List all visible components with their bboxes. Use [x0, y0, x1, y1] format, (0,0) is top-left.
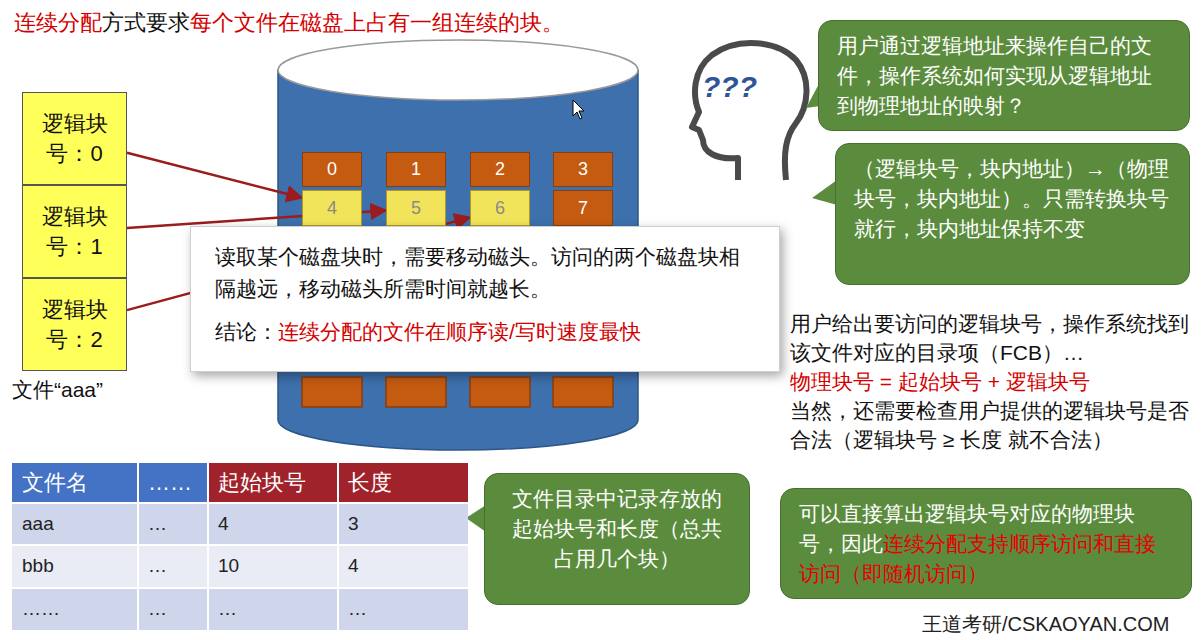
table-cell: …… [22, 598, 60, 620]
title-row: 连续分配方式要求每个文件在磁盘上占有一组连续的块。 [14, 8, 564, 38]
table-cell: bbb [22, 555, 54, 577]
file-name: 文件“aaa” [12, 376, 103, 404]
head-icon [692, 43, 807, 180]
node-text: 1 [411, 159, 421, 180]
formula: 物理块号 = 起始块号 + 逻辑块号 [790, 368, 1194, 397]
disk-block: 0 [302, 152, 362, 187]
title-part: 每个文件在磁盘上占有一组连续的块。 [190, 10, 564, 35]
disk-block: 7 [553, 190, 613, 226]
title-part: 方式要求 [102, 10, 190, 35]
logical-block: 逻辑块号：1 [22, 185, 127, 278]
popup-note: 读取某个磁盘块时，需要移动磁头。访问的两个磁盘块相隔越远，移动磁头所需时间就越长… [190, 226, 780, 372]
node-text: 0 [327, 159, 337, 180]
node-text: 5 [411, 198, 421, 219]
node-text: 6 [495, 198, 505, 219]
table-cell: … [348, 598, 367, 620]
node-text: 3 [578, 159, 588, 180]
table-grid [12, 463, 468, 630]
table-callout: 文件目录中记录存放的起始块号和长度（总共占用几个块） [484, 473, 750, 605]
answer-callout: （逻辑块号，块内地址）→（物理块号，块内地址）。只需转换块号就行，块内地址保持不… [835, 143, 1190, 285]
node-text: 逻辑块号：2 [40, 295, 110, 354]
question-callout: 用户通过逻辑地址来操作自己的文件，操作系统如何实现从逻辑地址到物理地址的映射？ [818, 20, 1190, 131]
disk-block: 6 [470, 190, 530, 226]
table-cell: 10 [218, 555, 239, 577]
mapping-arrow [127, 153, 302, 198]
node-text: 逻辑块号：1 [40, 202, 110, 261]
table-header: 长度 [348, 468, 392, 498]
node-text: 结论： [215, 320, 278, 343]
title-part: 连续分配 [14, 10, 102, 35]
node-text: 7 [578, 198, 588, 219]
disk-block: 4 [302, 190, 362, 226]
disk-top [278, 40, 638, 100]
node-text: 读取某个磁盘块时，需要移动磁头。访问的两个磁盘块相隔越远，移动磁头所需时间就越长… [215, 241, 755, 304]
table-cell: … [148, 555, 167, 577]
table-cell: 4 [348, 555, 359, 577]
node-text: 2 [495, 159, 505, 180]
table-header: 文件名 [22, 468, 88, 498]
table-cell: aaa [22, 513, 54, 535]
table-cell: … [148, 598, 167, 620]
logical-block: 逻辑块号：2 [22, 278, 127, 371]
callout-tail [466, 505, 486, 532]
logical-block: 逻辑块号：0 [22, 92, 127, 185]
disk-block: 2 [470, 152, 530, 187]
node-text: 4 [327, 198, 337, 219]
question-marks: ??? [702, 70, 757, 104]
mouse-cursor [573, 100, 584, 119]
disk-block: 5 [386, 190, 446, 226]
watermark: 王道考研/CSKAOYAN.COM [922, 611, 1169, 638]
table-cell: 4 [218, 513, 229, 535]
table-cell: … [218, 598, 237, 620]
node-text: 连续分配的文件在顺序读/写时速度最快 [278, 320, 641, 343]
table-header: 起始块号 [218, 468, 306, 498]
table-header: …… [148, 470, 192, 496]
note-text: 当然，还需要检查用户提供的逻辑块号是否合法（逻辑块号 ≥ 长度 就不合法） [790, 397, 1194, 455]
node-text: 文件目录中记录存放的起始块号和长度（总共占用几个块） [512, 487, 722, 570]
disk-block: 3 [553, 152, 613, 187]
node-text: 用户通过逻辑地址来操作自己的文件，操作系统如何实现从逻辑地址到物理地址的映射？ [837, 34, 1152, 117]
callout-tail [812, 180, 837, 205]
node-text: 逻辑块号：0 [40, 109, 110, 168]
node-text: （逻辑块号，块内地址）→（物理块号，块内地址）。只需转换块号就行，块内地址保持不… [854, 157, 1169, 240]
note-text: 用户给出要访问的逻辑块号，操作系统找到该文件对应的目录项（FCB）… [790, 310, 1194, 368]
note-column: 用户给出要访问的逻辑块号，操作系统找到该文件对应的目录项（FCB）…物理块号 =… [790, 310, 1194, 455]
access-callout: 可以直接算出逻辑块号对应的物理块号，因此连续分配支持顺序访问和直接访问（即随机访… [780, 488, 1192, 599]
table-cell: … [148, 513, 167, 535]
table-cell: 3 [348, 513, 359, 535]
disk-block: 1 [386, 152, 446, 187]
